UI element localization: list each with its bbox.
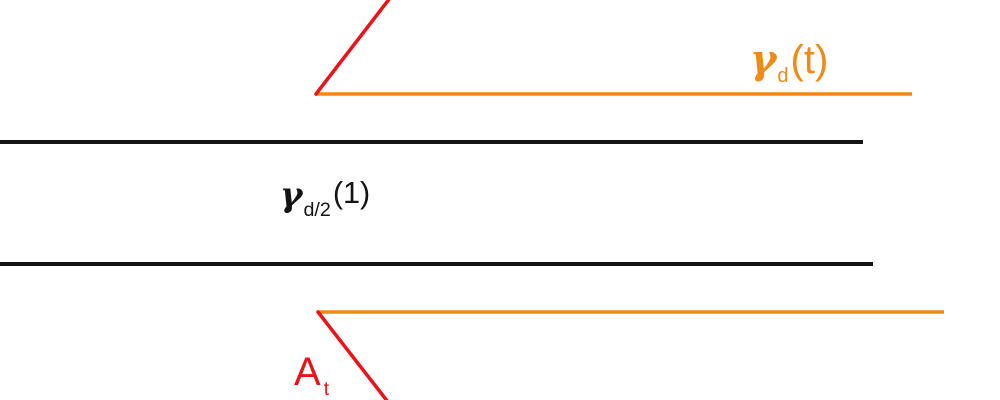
a-t-symbol: A	[294, 350, 321, 394]
a-t-subscript: t	[323, 378, 330, 400]
gamma-d-symbol: γ	[750, 36, 777, 83]
lower-red-segment	[316, 310, 389, 400]
gamma-d-argument: (t)	[790, 38, 829, 82]
gamma-d-subscript: d	[777, 65, 789, 87]
gamma-half-symbol: γ	[280, 175, 303, 215]
gamma-half-label: γd/2(1)	[280, 175, 371, 220]
gamma-half-argument: (1)	[332, 176, 371, 210]
gamma-d-label: γd(t)	[750, 36, 829, 87]
upper-red-segment	[314, 0, 391, 96]
gamma-half-subscript: d/2	[303, 198, 331, 221]
